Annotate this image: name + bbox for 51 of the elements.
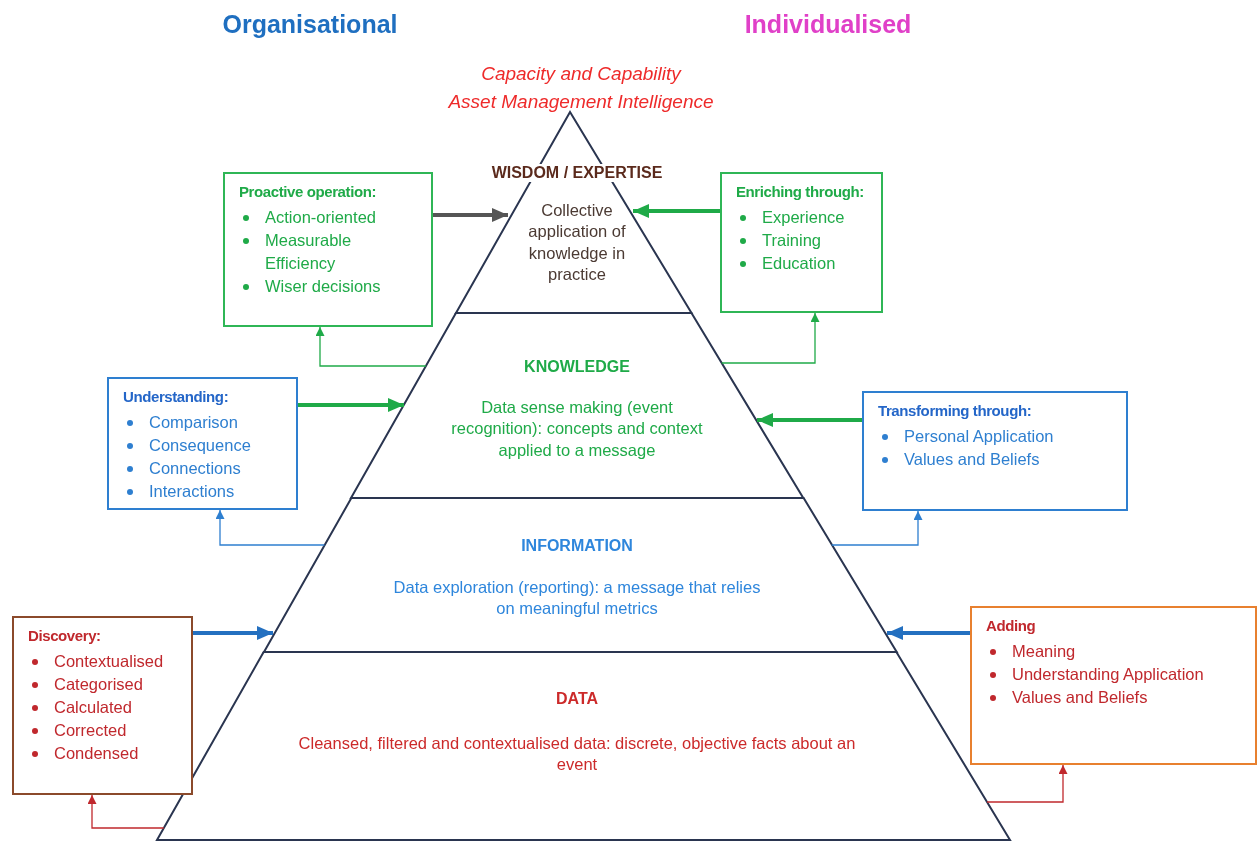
list-item: Connections [149,459,241,478]
column-heading: Organisational [222,10,398,39]
list-item: Contextualised [54,652,164,670]
bullet-list-box [862,391,1128,511]
list-item: Consequence [149,436,251,455]
column-heading: Individualised [744,10,912,39]
list-item: Corrected [54,721,127,740]
list-item: Training [762,231,821,250]
list-item: Calculated [54,698,132,717]
arrow [633,204,720,218]
bullet-list-box [720,172,883,313]
arrow [757,413,862,427]
bullet-list-box [223,172,433,327]
list-item: Wiser decisions [265,277,381,296]
list-item: Meaning [1012,642,1076,660]
box-heading: Transforming through: [878,402,1033,419]
list-item: Interactions [149,482,235,501]
list-item: Experience [762,208,845,226]
arrow [298,398,404,412]
box-heading: Discovery: [28,627,102,644]
box-heading: Adding [986,617,1037,634]
box-heading: Understanding: [123,388,230,405]
list-item: Values and Beliefs [1012,688,1148,707]
list-item: Comparison [149,413,238,431]
arrow [193,626,273,640]
apex-caption: Capacity and Capability [481,63,681,85]
box-heading: Proactive operation: [239,183,378,200]
level-description: Data exploration (reporting): a message that relies on meaningful metrics [392,577,762,620]
list-item: Condensed [54,744,139,763]
bullet-list-box [970,606,1257,765]
bullet-list-box [12,616,193,795]
box-heading: Enriching through: [736,183,865,200]
level-description: Cleansed, filtered and contextualised data: discrete, objective facts about an event [297,733,857,776]
arrow [215,509,325,546]
level-description: Data sense making (event recognition): concepts and context applied to a message [450,397,704,461]
list-item: Education [762,254,836,273]
list-item: Action-oriented [265,208,376,226]
arrow [433,208,508,222]
level-description: Collective application of knowledge in practice [527,200,627,286]
apex-caption: Asset Management Intelligence [448,91,714,113]
pyramid-level [263,498,897,652]
list-item: Personal Application [904,427,1054,445]
arrow [315,326,427,367]
pyramid-level [455,112,692,313]
arrow [887,626,970,640]
bullet-list-box [107,377,298,510]
list-item: Measurable Efficiency [265,231,352,273]
list-item: Categorised [54,675,143,694]
list-item: Values and Beliefs [904,450,1040,469]
pyramid-level [351,313,804,498]
list-item: Understanding Application [1012,665,1204,684]
